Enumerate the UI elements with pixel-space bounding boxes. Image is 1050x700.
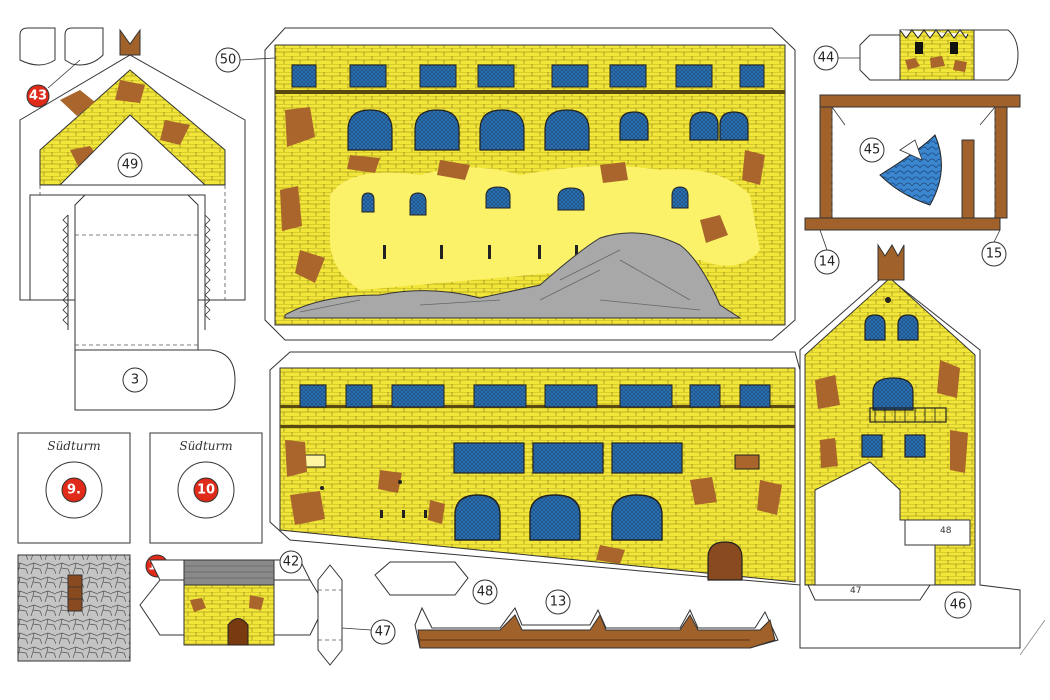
- badge-3-label: 3: [131, 373, 139, 388]
- badge-48: 48: [472, 579, 498, 605]
- part-43-tabs: [19, 27, 104, 66]
- badge-49-label: 49: [122, 158, 139, 173]
- badge-13: 13: [545, 589, 571, 615]
- badge-44-label: 44: [818, 51, 835, 66]
- badge-10-label: 10: [197, 483, 215, 498]
- badge-42: 42: [279, 550, 303, 574]
- part-front-facade: [269, 351, 801, 586]
- part-11-paving: [17, 554, 131, 662]
- badge-45-label: 45: [864, 143, 881, 158]
- badge-46: 46: [944, 591, 972, 619]
- badge-49: 49: [117, 152, 143, 178]
- badge-50-label: 50: [220, 53, 237, 68]
- badge-47: 47: [341, 619, 396, 645]
- part-3: [29, 194, 236, 411]
- badge-15: 15: [981, 229, 1007, 267]
- badge-14: 14: [814, 229, 840, 275]
- part-9-suedturm: Südturm 9.: [17, 432, 131, 544]
- badge-15-label: 15: [986, 247, 1003, 262]
- part-47-strip: [317, 564, 343, 666]
- badge-47-label: 47: [375, 625, 392, 640]
- part-10-suedturm: Südturm 10: [149, 432, 263, 544]
- badge-44: 44: [813, 45, 860, 71]
- badge-43: 43: [26, 59, 81, 108]
- suedturm-label-1: Südturm: [47, 439, 100, 453]
- badge-3: 3: [122, 367, 148, 393]
- small-label-47a: 47: [850, 586, 861, 596]
- badge-9-label: 9.: [67, 483, 81, 498]
- badge-13-label: 13: [550, 595, 567, 610]
- part-50-wall: [264, 27, 796, 341]
- badge-50: 50: [215, 47, 276, 73]
- badge-48-label: 48: [477, 585, 494, 600]
- small-label-48: 48: [940, 526, 952, 536]
- part-44: [859, 29, 1019, 81]
- suedturm-label-2: Südturm: [179, 439, 232, 453]
- part-48: [374, 561, 469, 596]
- part-14-15-frame: [804, 94, 1022, 231]
- badge-46-label: 46: [950, 598, 967, 613]
- badge-43-label: 43: [29, 89, 47, 104]
- badge-45: 45: [859, 137, 885, 163]
- badge-42-label: 42: [283, 555, 300, 570]
- part-13-eaves: [414, 606, 779, 649]
- cut-mark: [1019, 619, 1046, 656]
- badge-14-label: 14: [819, 255, 836, 270]
- part-46-tower: [799, 243, 1021, 649]
- part-42-gatehouse: [139, 559, 326, 646]
